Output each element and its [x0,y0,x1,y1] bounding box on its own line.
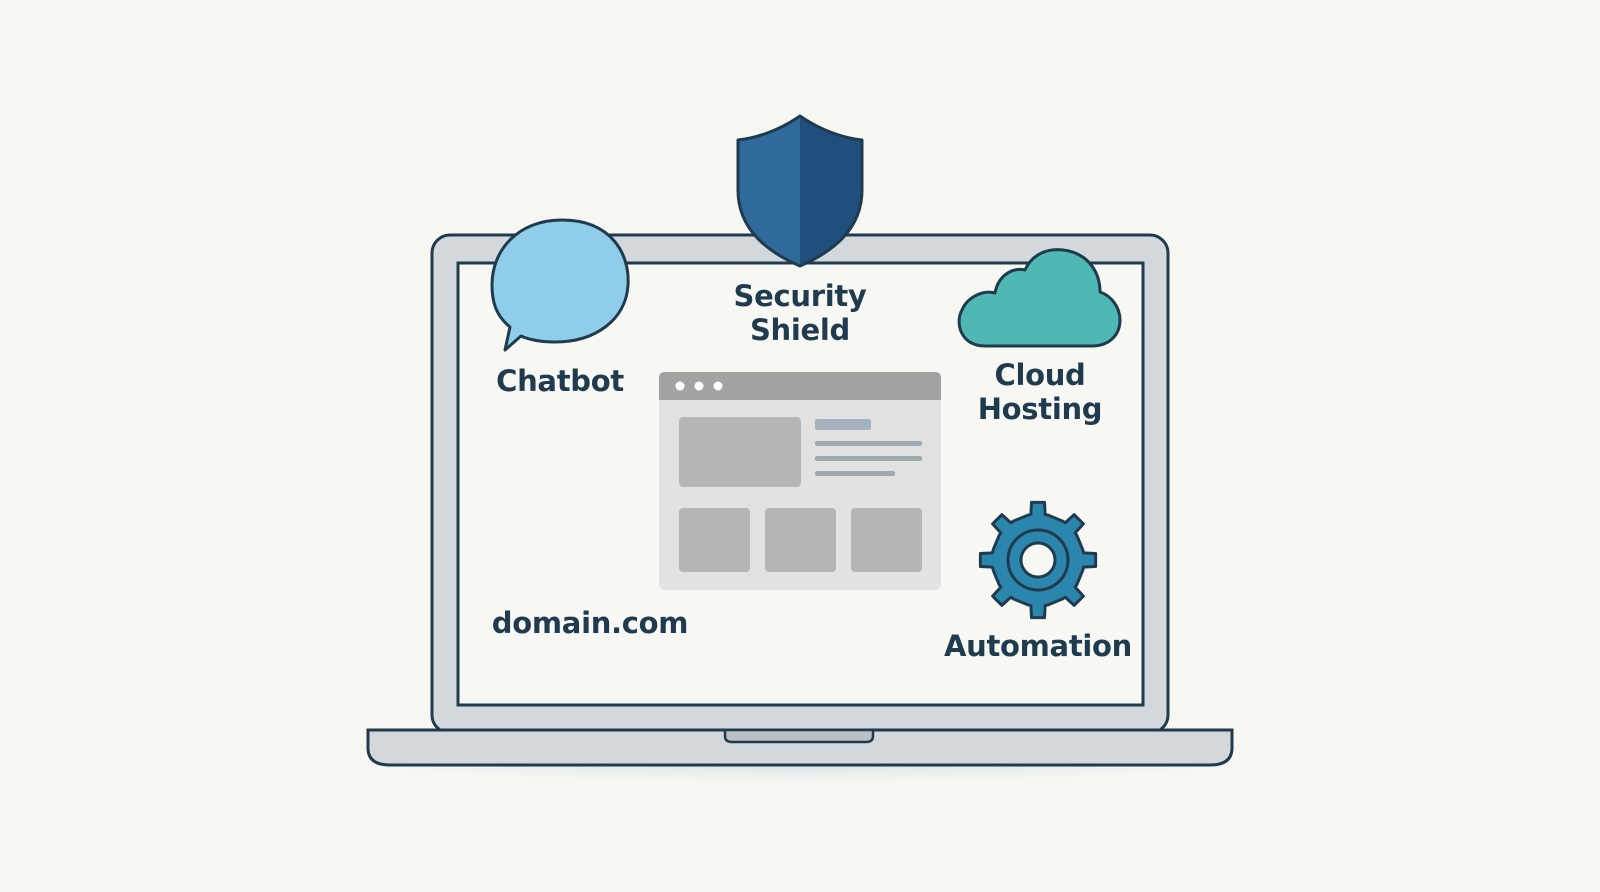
shield-outline [736,114,864,268]
browser-heading-bar [815,419,871,430]
browser-dot-2 [694,381,704,391]
browser-titlebar [659,372,941,400]
gear-icon [978,500,1098,620]
cloud-hosting-label: Cloud Hosting [950,358,1130,426]
cloud-label-line-2: Hosting [977,392,1103,426]
chatbot-label: Chatbot [480,364,640,398]
domain-label: domain.com [480,606,700,640]
browser-text-line-1 [815,441,922,446]
browser-dot-1 [675,381,685,391]
laptop-notch [723,728,875,744]
security-label-line-1: Security [733,279,867,313]
browser-window-icon [659,372,941,590]
browser-card-1 [679,508,750,572]
laptop-base [366,728,1234,767]
browser-dot-3 [713,381,723,391]
cloud-label-line-1: Cloud [994,358,1086,392]
browser-text-line-2 [815,456,922,461]
domain-label-text: domain.com [491,606,689,640]
shield-right-half [800,116,862,266]
browser-text-line-3 [815,471,895,476]
browser-hero-block [679,417,801,487]
automation-label: Automation [938,629,1138,663]
browser-card-2 [765,508,836,572]
browser-card-3 [851,508,922,572]
speech-bubble-icon [490,218,630,352]
cloud-shape [957,248,1122,348]
automation-label-text: Automation [943,629,1133,663]
gear-hole [1019,541,1057,579]
shield-icon [736,114,864,268]
security-shield-label: Security Shield [700,279,900,347]
cloud-icon [957,248,1122,348]
shield-left-half [738,116,800,266]
security-label-line-2: Shield [749,313,851,347]
chatbot-label-text: Chatbot [496,364,624,398]
chat-bubble [490,218,630,352]
